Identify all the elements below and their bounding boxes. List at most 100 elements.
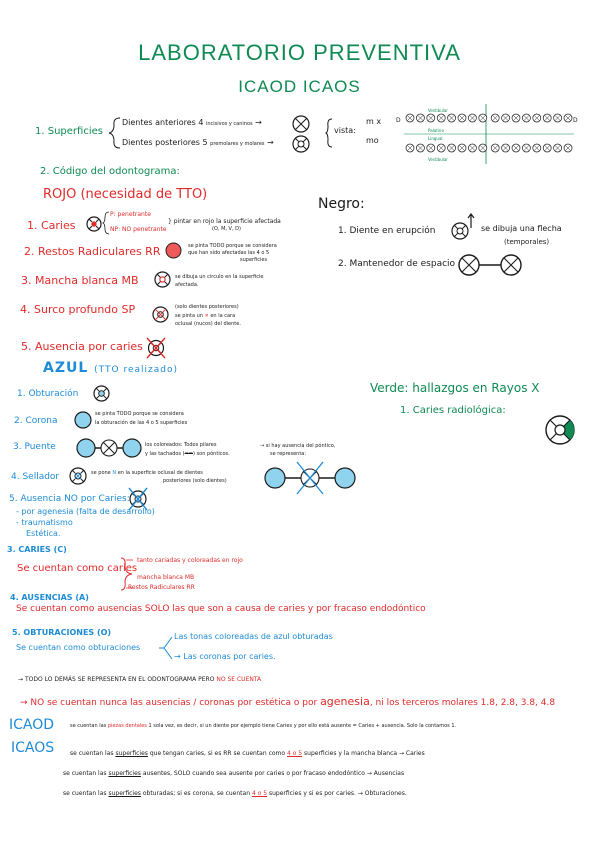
brace-section3-icon — [120, 557, 133, 591]
vista-label: vista: — [334, 126, 356, 135]
corona-label: 2. Corona — [14, 416, 58, 426]
caries-label: 1. Caries — [27, 219, 76, 232]
brace-caries-icon — [102, 211, 110, 235]
chart-tooth-cross — [492, 145, 499, 151]
puente-label: 3. Puente — [13, 442, 56, 452]
negro-heading: Negro: — [318, 196, 365, 212]
brace-icon — [108, 117, 121, 149]
chart-d-left: D — [396, 117, 401, 124]
puente-desc1: los coloreados: Todos pilares — [145, 442, 217, 448]
mini-odontogram — [404, 104, 574, 164]
mancha-label: 3. Mancha blanca MB — [21, 274, 139, 287]
section3-b3: Restos Radiculares RR — [128, 584, 195, 591]
chart-tooth-cross — [533, 115, 540, 121]
chart-tooth-cross — [513, 145, 519, 151]
corona-desc1: se pinta TODO porque se considera — [95, 411, 184, 417]
chart-tooth-cross — [554, 115, 561, 121]
posterior-tooth-icon — [292, 135, 310, 153]
caries-tooth-icon — [86, 216, 102, 232]
chart-tooth-cross — [427, 115, 434, 121]
puente-desc2: y las tachados (==) son pónticos. — [145, 451, 230, 457]
section3-text: Se cuentan como caries — [17, 563, 138, 574]
chart-tooth-cross — [448, 115, 455, 121]
superficies-heading: 1. Superficies — [35, 126, 103, 137]
mantenedor-label: 2. Mantenedor de espacio — [338, 259, 456, 269]
caries-np: NP: NO penetrante — [110, 226, 167, 233]
verde-item: 1. Caries radiológica: — [400, 405, 506, 416]
chart-tooth-cross — [417, 145, 424, 151]
chart-tooth-cross — [565, 115, 571, 121]
puente-ausente-icon — [264, 461, 356, 495]
chart-tooth-cross — [438, 115, 445, 121]
sellador-label: 4. Sellador — [11, 472, 60, 482]
section3-b2: mancha blanca MB — [137, 574, 195, 581]
icaos-line3: se cuentan las superficies obturadas; si… — [63, 790, 407, 797]
chart-tooth-cross — [448, 145, 455, 151]
icaos-line2: se cuentan las superficies ausentes, SOL… — [63, 770, 405, 777]
note-no-cuentan: → NO se cuentan nunca las ausencias / co… — [20, 695, 556, 708]
chart-label-bot: Vestibular — [428, 157, 448, 162]
corona-tooth-icon — [74, 411, 92, 429]
note-todo: → TODO LO DEMÁS SE REPRESENTA EN EL ODON… — [18, 676, 262, 683]
icaod-label: ICAOD — [9, 717, 55, 733]
chart-tooth-cross — [533, 145, 540, 151]
chart-tooth-cross — [523, 145, 530, 151]
chart-label-low: Lingual — [428, 136, 443, 141]
puente-desc3: → si hay ausencia del póntico, — [260, 443, 336, 449]
chart-tooth-cross — [554, 145, 561, 151]
ausencia-no-tooth-icon — [128, 487, 148, 511]
restos-label: 2. Restos Radiculares RR — [24, 245, 161, 258]
puente-icon — [76, 438, 142, 458]
caries-desc1: } pintar en rojo la superficie afectada — [168, 218, 281, 225]
chart-tooth-cross — [459, 145, 465, 151]
erupcion-desc1: se dibuja una flecha — [481, 224, 562, 233]
chart-tooth-cross — [565, 145, 571, 151]
chart-tooth-cross — [438, 145, 445, 151]
caries-p: P: penetrante — [110, 211, 151, 218]
restos-desc1: se pinta TODO porque se considera — [188, 243, 277, 249]
puente-desc4: se representa: — [270, 451, 307, 457]
mo-label: mo — [366, 136, 379, 145]
chart-tooth-cross — [407, 115, 413, 121]
brace-vista-icon — [324, 118, 333, 148]
corona-desc2: la obturación de las 4 o 5 superficies — [95, 420, 188, 426]
chart-tooth-cross — [492, 115, 499, 121]
chart-tooth-cross — [544, 115, 551, 121]
dientes-anteriores: Dientes anteriores 4 incisivos y caninos… — [122, 118, 262, 127]
section5-b1: Las tonas coloreadas de azul obturadas — [174, 632, 333, 641]
ausencia-no-1: - por agenesia (falta de desarrollo) — [16, 507, 155, 516]
surco-desc2: se pinta un ✕ en la cara — [175, 313, 236, 319]
mancha-tooth-icon — [154, 271, 171, 288]
chart-d-right: D — [573, 117, 578, 124]
erupcion-desc2: (temporales) — [504, 238, 550, 246]
chart-tooth-cross — [513, 115, 519, 121]
codigo-heading: 2. Código del odontograma: — [40, 166, 180, 177]
mx-label: m x — [366, 117, 382, 126]
caries-desc2: (O, M, V, D) — [212, 226, 241, 232]
ausencia-no-label: 5. Ausencia NO por Caries: — [9, 494, 130, 504]
chart-tooth-cross — [479, 145, 486, 151]
section5-heading: 5. OBTURACIONES (O) — [12, 628, 112, 637]
surco-desc3: oclusal (nucos) del diente. — [175, 321, 241, 327]
erupcion-label: 1. Diente en erupción — [338, 226, 436, 236]
obturacion-label: 1. Obturación — [17, 389, 79, 399]
chart-tooth-cross — [479, 115, 486, 121]
verde-heading: Verde: hallazgos en Rayos X — [370, 381, 540, 395]
chart-tooth-cross — [502, 115, 509, 121]
sellador-desc2: posteriores (solo dientes) — [163, 478, 227, 484]
chart-label-mid: Palatino — [428, 128, 444, 133]
ausencia-label: 5. Ausencia por caries — [21, 340, 143, 353]
section5-text: Se cuentan como obturaciones — [16, 643, 141, 652]
branch-section5-icon — [159, 636, 173, 660]
chart-label-top: Vestibular — [428, 108, 448, 113]
section3-b1: tanto cariadas y coloreadas en rojo — [137, 557, 243, 564]
mancha-desc2: afectada. — [175, 282, 199, 288]
ausencia-no-3: Estética. — [26, 529, 61, 538]
erupcion-tooth-icon — [451, 213, 475, 240]
anterior-tooth-icon — [292, 115, 310, 133]
surco-tooth-icon — [152, 306, 169, 323]
chart-tooth-cross — [544, 145, 551, 151]
obturacion-tooth-icon — [93, 385, 110, 402]
chart-tooth-cross — [469, 145, 476, 151]
chart-tooth-cross — [427, 145, 434, 151]
